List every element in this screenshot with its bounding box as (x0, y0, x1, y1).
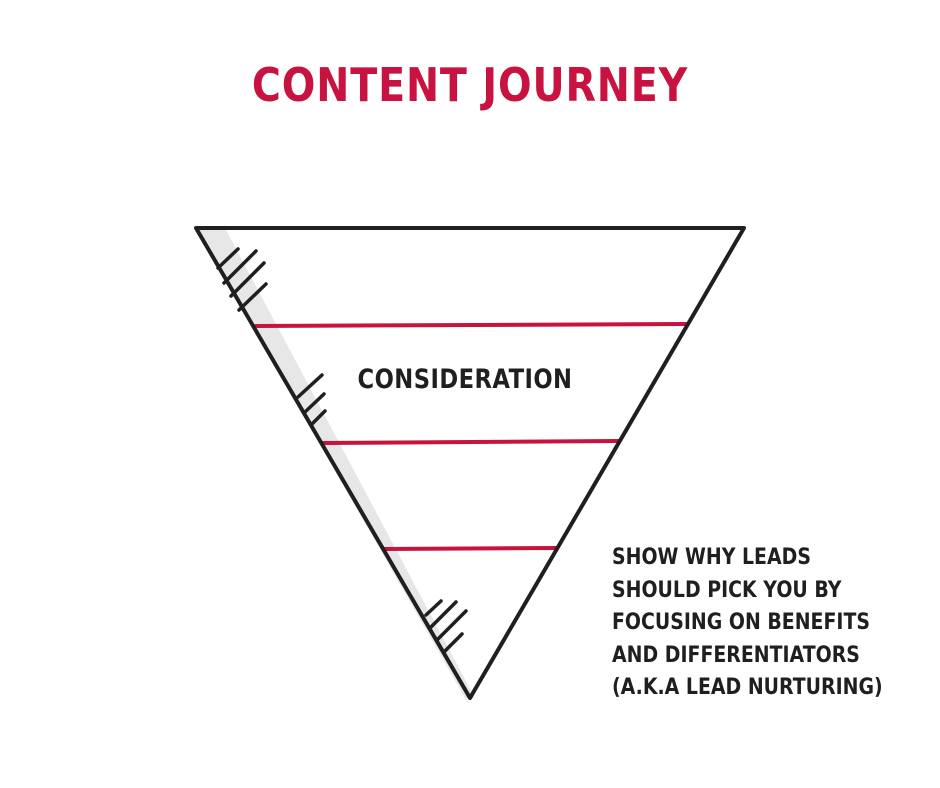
stage-divider-1 (254, 322, 688, 328)
diagram-title: CONTENT JOURNEY (251, 58, 689, 112)
annotation-line: SHOULD PICK YOU BY (612, 577, 842, 603)
funnel-outline (194, 226, 746, 700)
stage-label-consideration: CONSIDERATION (357, 364, 573, 395)
annotation-line: SHOW WHY LEADS (612, 545, 811, 570)
annotation-line: (A.K.A LEAD NURTURING) (612, 675, 883, 700)
stage-divider-3 (383, 546, 559, 551)
hatch-marks-bottom (424, 599, 468, 654)
annotation-line: AND DIFFERENTIATORS (612, 642, 860, 668)
stage-divider-2 (320, 439, 620, 445)
annotation-note: SHOW WHY LEADS SHOULD PICK YOU BY FOCUSI… (612, 542, 883, 705)
hatch-marks-middle (296, 373, 327, 427)
annotation-line: FOCUSING ON BENEFITS (612, 610, 870, 635)
